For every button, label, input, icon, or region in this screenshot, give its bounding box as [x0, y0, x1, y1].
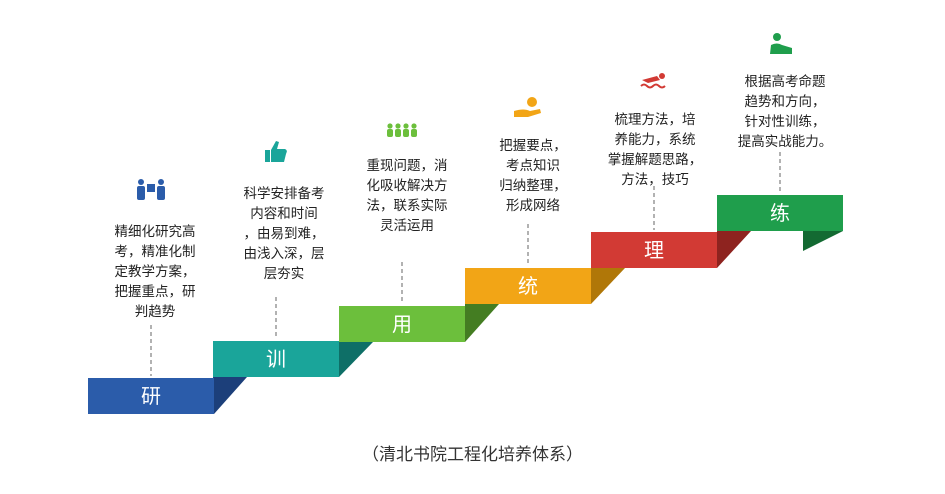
step-bar [339, 306, 465, 342]
step-shadow [465, 304, 499, 342]
step-description: 根据高考命题 趋势和方向， 针对性训练， 提高实战能力。 [737, 74, 833, 150]
step-description: 把握要点， 考点知识 归纳整理， 形成网络 [499, 138, 567, 214]
step-description: 科学安排备考 内容和时间 ，由易到难， 由浅入深，层 层夯实 [243, 186, 325, 282]
team-meeting-icon [137, 179, 165, 200]
step-label: 理 [644, 238, 664, 262]
step-bar [213, 341, 339, 377]
step-shadow [339, 342, 373, 377]
thumbs-up-icon [265, 141, 287, 162]
diagram-caption: （清北书院工程化培养体系） [362, 445, 583, 465]
step-description: 重现问题，消 化吸收解决方 法，联系实际 灵活运用 [366, 158, 448, 234]
hand-coin-icon [514, 97, 541, 117]
reader-icon [770, 33, 792, 54]
step-bar [88, 378, 214, 414]
step-bar [717, 195, 843, 231]
step-label: 用 [392, 312, 412, 336]
step-shadow [213, 377, 247, 414]
step-shadow [591, 268, 625, 304]
step-description: 精细化研究高 考，精准化制 定教学方案， 把握重点，研 判趋势 [114, 224, 196, 320]
step-bar [465, 268, 591, 304]
step-shadow [717, 231, 751, 268]
step-shadow [803, 231, 843, 251]
step-label: 练 [770, 201, 790, 225]
step-bar [591, 232, 717, 268]
swimmer-icon [640, 73, 666, 89]
step-label: 研 [141, 384, 161, 408]
group-icon [387, 123, 417, 137]
step-label: 训 [266, 347, 286, 371]
step-label: 统 [518, 274, 538, 298]
step-description: 梳理方法，培 养能力，系统 掌握解题思路， 方法，技巧 [607, 112, 703, 188]
